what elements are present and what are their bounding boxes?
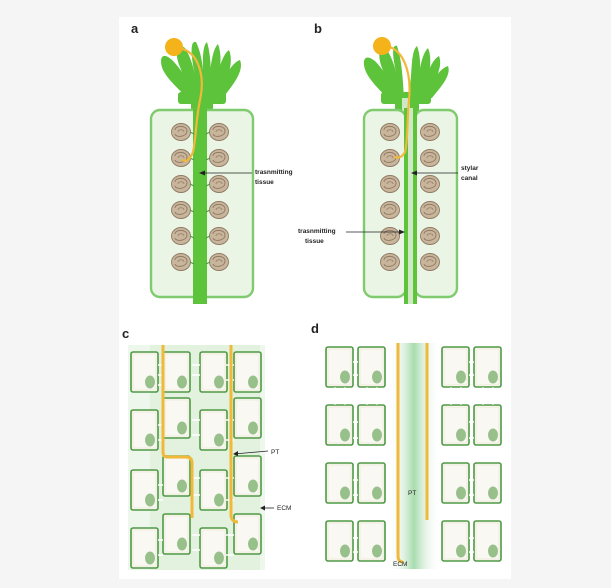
annotation-b-top-line2: canal [461,175,478,182]
panel-a: a trasn [131,21,293,304]
annotation-a-line1: trasnmitting [255,169,293,176]
annotation-a-line2: tissue [255,179,274,186]
stylar-canal-b [408,108,413,304]
annotation-b-bottom-line1: trasnmitting [298,228,336,235]
pollen-tube-a [175,46,203,162]
label-d-pt: PT [408,490,416,497]
plasmodesmata-c [158,364,234,556]
pollen-grain-b [373,37,391,55]
pollen-tube-d-left [396,343,404,564]
pollen-tube-c-left [161,345,194,518]
annotation-b-top-line1: stylar [461,165,479,172]
panel-label-a: a [131,21,139,36]
panel-b: b stylar canal [298,21,479,304]
label-d-ecm: ECM [393,561,407,568]
panel-c: c PT ECM [122,326,291,570]
pollen-tube-c-right [229,345,239,524]
ecm-d [388,343,440,569]
stigma-b [363,45,449,120]
plasmodesmata-d [334,361,494,553]
label-c-ecm: ECM [277,505,291,512]
panel-label-d: d [311,321,319,336]
transmitting-tissue-a [193,108,207,304]
panel-label-b: b [314,21,322,36]
label-c-pt: PT [271,449,279,456]
panel-d: d PT ECM [311,321,502,569]
pollen-tube-b [382,44,411,159]
annotation-b-bottom-line2: tissue [305,238,324,245]
pollen-grain-a [165,38,183,56]
panel-label-c: c [122,326,129,341]
arrow-c-pt [233,450,269,455]
